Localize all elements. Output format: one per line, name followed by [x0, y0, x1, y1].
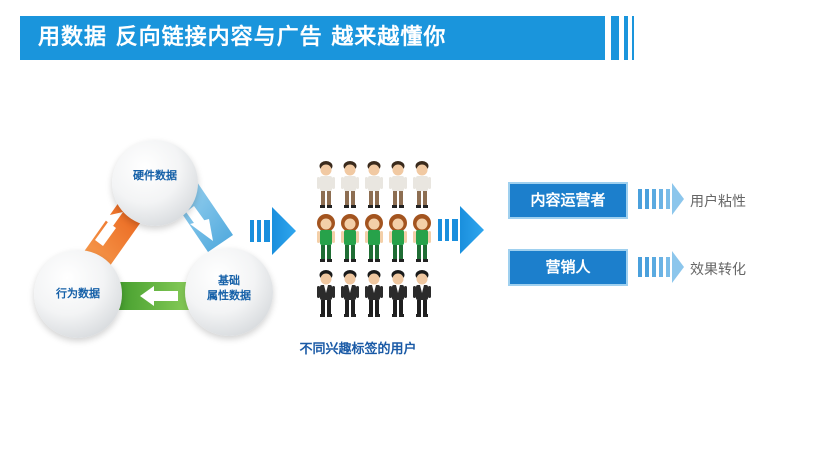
node-basic-attribute-data: 基础 属性数据: [185, 248, 273, 336]
green-arrow: [111, 282, 195, 310]
user-figure: [341, 270, 359, 317]
role-box-content-operator: 内容运营者: [508, 182, 628, 219]
user-figure: [365, 161, 383, 208]
user-figure: [389, 270, 407, 317]
user-figure: [389, 214, 407, 262]
user-figure: [341, 214, 359, 262]
title-stripe-2: [624, 16, 628, 60]
user-figure: [413, 161, 431, 208]
node-basic-label-line2: 属性数据: [207, 289, 251, 302]
node-basic-label-line1: 基础: [218, 274, 240, 287]
user-crowd: [317, 161, 431, 317]
page-title: 用数据 反向链接内容与广告 越来越懂你: [38, 25, 447, 50]
user-figure: [413, 214, 431, 262]
user-figure: [317, 214, 335, 262]
role-arrow-1: [638, 183, 684, 215]
user-figure: [341, 161, 359, 208]
result-conversion: 效果转化: [690, 262, 746, 278]
user-figure: [389, 161, 407, 208]
node-hardware-label: 硬件数据: [133, 169, 177, 182]
title-stripe-3: [632, 16, 634, 60]
user-figure: [365, 270, 383, 317]
node-behavior-label: 行为数据: [56, 287, 100, 300]
user-figure: [317, 270, 335, 317]
flow-arrow-1: [250, 207, 296, 255]
user-figure: [317, 161, 335, 208]
role-arrow-2: [638, 251, 684, 283]
node-hardware-data: 硬件数据: [112, 140, 198, 226]
result-user-stickiness: 用户粘性: [690, 194, 746, 210]
title-stripe-1: [611, 16, 619, 60]
user-group-caption: 不同兴趣标签的用户: [299, 342, 417, 357]
role-box-marketer: 营销人: [508, 249, 628, 286]
user-figure: [413, 270, 431, 317]
node-behavior-data: 行为数据: [34, 250, 122, 338]
title-banner: 用数据 反向链接内容与广告 越来越懂你: [20, 16, 605, 60]
flow-arrow-2: [438, 206, 484, 254]
user-figure: [365, 214, 383, 262]
